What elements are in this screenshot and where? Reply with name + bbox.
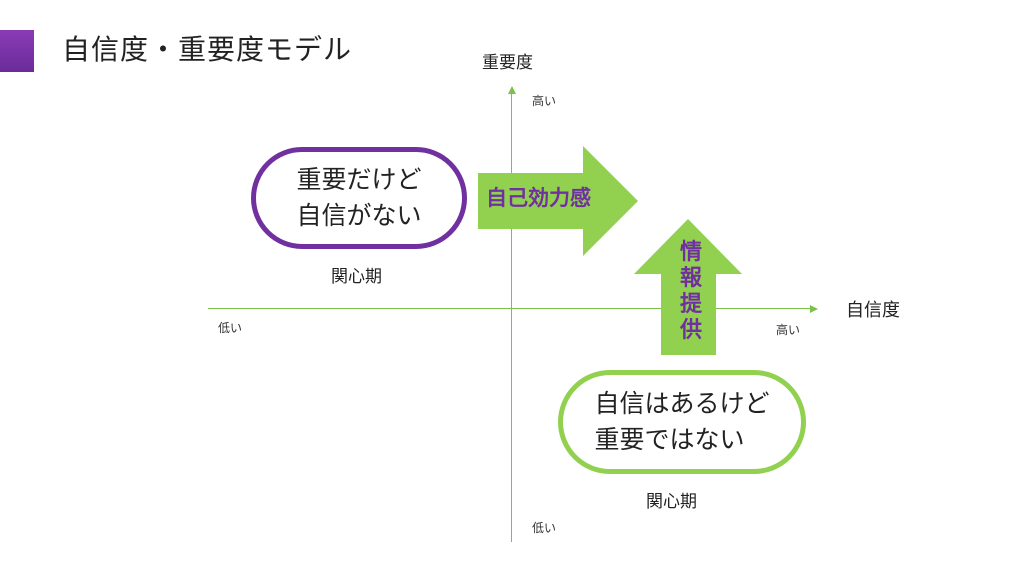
confident-but-not-important-box: 自信はあるけど 重要ではない: [558, 370, 806, 474]
stage-label-top-left: 関心期: [331, 267, 382, 287]
title-accent-bar: [0, 30, 34, 72]
y-axis-low-label: 低い: [532, 521, 557, 535]
y-axis-arrowhead: [508, 86, 516, 94]
stage-label-bottom-right: 関心期: [646, 492, 697, 512]
box-text-line: 重要ではない: [594, 425, 745, 454]
x-axis-line: [208, 308, 813, 309]
y-axis-label: 重要度: [482, 53, 533, 73]
information-label-char: 情: [679, 240, 702, 265]
page-title: 自信度・重要度モデル: [62, 33, 353, 66]
x-axis-low-label: 低い: [218, 321, 243, 335]
self-efficacy-arrow: [478, 146, 638, 256]
information-label: 情 報 提 供: [676, 240, 706, 344]
y-axis-high-label: 高い: [532, 94, 557, 108]
x-axis-high-label: 高い: [776, 323, 801, 337]
x-axis-label: 自信度: [846, 300, 900, 321]
y-axis-line: [511, 92, 512, 542]
information-label-char: 報: [679, 266, 702, 291]
box-text-line: 重要だけど: [296, 165, 422, 194]
x-axis-arrowhead: [810, 305, 818, 313]
information-label-char: 提: [679, 292, 702, 317]
self-efficacy-label: 自己効力感: [486, 186, 591, 210]
information-arrow: [634, 219, 742, 355]
information-label-char: 供: [679, 318, 702, 343]
important-but-not-confident-box: 重要だけど 自信がない: [251, 147, 467, 249]
box-text-line: 自信がない: [296, 201, 422, 230]
box-text-line: 自信はあるけど: [594, 389, 770, 418]
